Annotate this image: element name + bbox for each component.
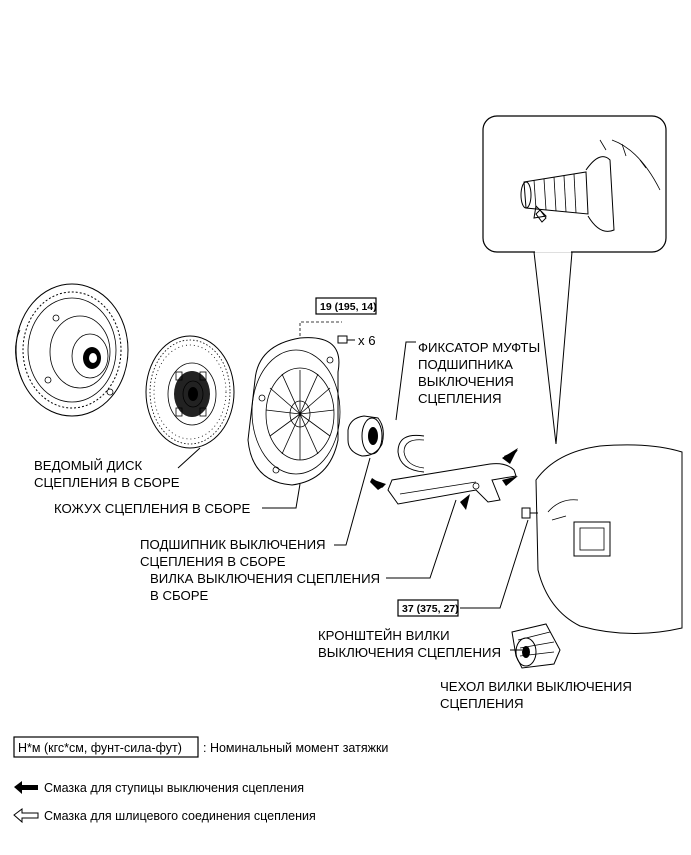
release-bearing-illustration [347,415,384,457]
fork-boot-illustration [511,623,561,669]
torque-box-support: 37 (375, 27) [397,599,459,617]
svg-text:В СБОРЕ: В СБОРЕ [150,588,209,603]
label-release-bearing: ПОДШИПНИК ВЫКЛЮЧЕНИЯ СЦЕПЛЕНИЯ В СБОРЕ [140,537,326,569]
hub-clip-illustration [397,434,425,473]
leader-lines [177,341,529,651]
label-fork-boot: ЧЕХОЛ ВИЛКИ ВЫКЛЮЧЕНИЯ СЦЕПЛЕНИЯ [440,679,632,711]
svg-text:ЧЕХОЛ ВИЛКИ ВЫКЛЮЧЕНИЯ: ЧЕХОЛ ВИЛКИ ВЫКЛЮЧЕНИЯ [440,679,632,694]
svg-text:КОЖУХ СЦЕПЛЕНИЯ В СБОРЕ: КОЖУХ СЦЕПЛЕНИЯ В СБОРЕ [54,501,251,516]
svg-text:ВЫКЛЮЧЕНИЯ: ВЫКЛЮЧЕНИЯ [418,374,514,389]
svg-text:ВЫКЛЮЧЕНИЯ СЦЕПЛЕНИЯ: ВЫКЛЮЧЕНИЯ СЦЕПЛЕНИЯ [318,645,501,660]
legend-torque-units: Н*м (кгс*см, фунт-сила-фут) [18,741,182,755]
torque-value-support: 37 (375, 27) [402,603,459,615]
fork-support-stud [521,507,538,519]
outline-arrow-icon [13,808,39,824]
label-release-fork: ВИЛКА ВЫКЛЮЧЕНИЯ СЦЕПЛЕНИЯ В СБОРЕ [150,571,380,603]
svg-text:ПОДШИПНИКА: ПОДШИПНИКА [418,357,513,372]
svg-text:СЦЕПЛЕНИЯ: СЦЕПЛЕНИЯ [440,696,524,711]
torque-value-cover: 19 (195, 14) [320,301,377,313]
svg-text:ВЕДОМЫЙ ДИСК: ВЕДОМЫЙ ДИСК [34,458,143,473]
torque-box-cover: 19 (195, 14) [315,297,377,315]
grease-arrow-icons [370,448,518,510]
legend-torque-desc: : Номинальный момент затяжки [203,741,388,755]
svg-text:СЦЕПЛЕНИЯ В СБОРЕ: СЦЕПЛЕНИЯ В СБОРЕ [34,475,180,490]
filled-arrow-icon [14,781,38,794]
label-clutch-cover: КОЖУХ СЦЕПЛЕНИЯ В СБОРЕ [54,501,251,516]
legend-grease-hub: Смазка для ступицы выключения сцепления [44,781,304,795]
bolt-count: x 6 [358,333,376,348]
legend: Н*м (кгс*см, фунт-сила-фут) : Номинальны… [13,736,388,824]
clutch-disc-illustration [145,335,235,449]
svg-text:КРОНШТЕЙН ВИЛКИ: КРОНШТЕЙН ВИЛКИ [318,628,450,643]
label-hub-clip: ФИКСАТОР МУФТЫ ПОДШИПНИКА ВЫКЛЮЧЕНИЯ СЦЕ… [418,340,540,406]
svg-text:ВИЛКА ВЫКЛЮЧЕНИЯ СЦЕПЛЕНИЯ: ВИЛКА ВЫКЛЮЧЕНИЯ СЦЕПЛЕНИЯ [150,571,380,586]
svg-text:ФИКСАТОР МУФТЫ: ФИКСАТОР МУФТЫ [418,340,540,355]
flywheel-illustration [15,283,129,417]
svg-text:ПОДШИПНИК ВЫКЛЮЧЕНИЯ: ПОДШИПНИК ВЫКЛЮЧЕНИЯ [140,537,326,552]
label-fork-support: КРОНШТЕЙН ВИЛКИ ВЫКЛЮЧЕНИЯ СЦЕПЛЕНИЯ [318,628,501,660]
inset-detail-bubble [482,115,667,445]
svg-text:СЦЕПЛЕНИЯ: СЦЕПЛЕНИЯ [418,391,502,406]
label-driven-disc: ВЕДОМЫЙ ДИСК СЦЕПЛЕНИЯ В СБОРЕ [34,458,180,490]
legend-torque-box [13,736,199,758]
cover-bolt-illustration [299,321,355,344]
release-fork-illustration [387,463,517,505]
clutch-cover-illustration [247,337,341,486]
legend-grease-spline: Смазка для шлицевого соединения сцеплени… [44,809,316,823]
svg-text:СЦЕПЛЕНИЯ В СБОРЕ: СЦЕПЛЕНИЯ В СБОРЕ [140,554,286,569]
transmission-housing-illustration [535,444,683,635]
